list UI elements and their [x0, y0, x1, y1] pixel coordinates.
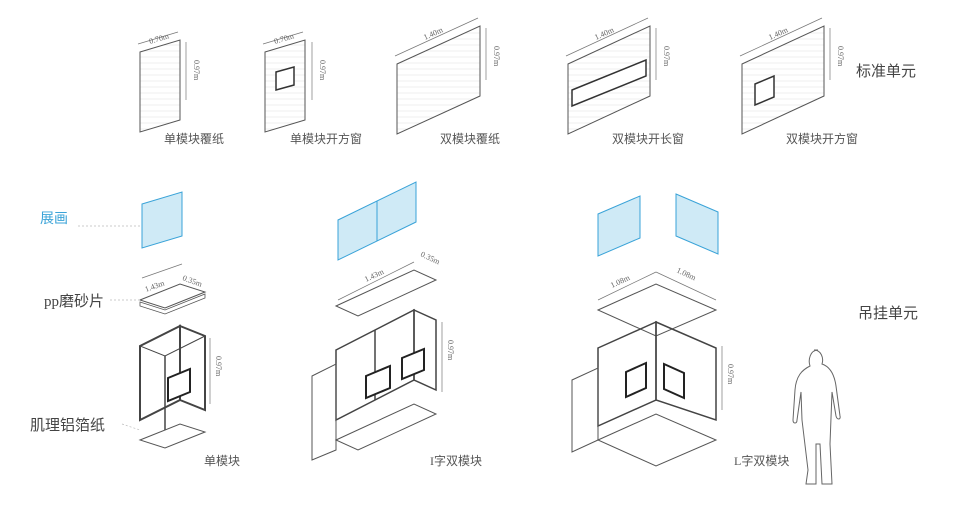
dim-single-d: 0.35m	[181, 273, 204, 289]
top-unit-2	[262, 31, 313, 133]
bottom-module-single	[138, 191, 211, 449]
caption-top-5: 双模块开方窗	[786, 132, 859, 146]
caption-top-2: 单模块开方窗	[290, 132, 363, 146]
section-label-hanging: 吊挂单元	[858, 306, 919, 322]
caption-module-l: L字双模块	[734, 454, 790, 468]
dim-top-5-w: 1.40m	[767, 25, 790, 42]
dim-top-4-w: 1.40m	[593, 25, 616, 42]
dim-i-h: 0.97m	[446, 340, 455, 361]
layer-label-pp: pp磨砂片	[44, 294, 105, 310]
dim-single-w: 1.43m	[144, 278, 167, 294]
top-unit-5	[739, 17, 831, 135]
dim-top-3-w: 1.40m	[422, 25, 445, 42]
dim-l-wb: 1.08m	[675, 266, 698, 283]
caption-top-1: 单模块覆纸	[164, 132, 225, 146]
dim-i-d: 0.35m	[419, 250, 442, 267]
caption-top-3: 双模块覆纸	[440, 132, 501, 146]
leader-line	[121, 423, 141, 431]
dim-i-w: 1.43m	[363, 267, 386, 284]
bottom-module-l	[571, 193, 723, 467]
top-unit-1	[137, 31, 187, 133]
dim-l-wa: 1.08m	[609, 273, 632, 290]
caption-module-single: 单模块	[204, 454, 241, 468]
top-unit-3	[394, 17, 487, 135]
dim-top-5-h: 0.97m	[836, 46, 845, 67]
top-unit-4	[565, 17, 657, 135]
layer-label-skin: 肌理铝箔纸	[30, 418, 106, 434]
human-silhouette-icon	[792, 349, 841, 485]
dim-l-h: 0.97m	[726, 364, 735, 385]
dim-top-4-h: 0.97m	[662, 46, 671, 67]
dim-top-1-h: 0.97m	[192, 60, 201, 81]
dim-top-3-h: 0.97m	[492, 46, 501, 67]
dim-single-h: 0.97m	[214, 356, 223, 377]
layer-label-exhibit: 展画	[40, 212, 68, 227]
caption-module-i: I字双模块	[430, 454, 482, 468]
section-label-standard: 标准单元	[856, 64, 917, 80]
dim-top-2-h: 0.97m	[318, 60, 327, 81]
bottom-module-i	[311, 181, 443, 461]
caption-top-4: 双模块开长窗	[612, 132, 685, 146]
